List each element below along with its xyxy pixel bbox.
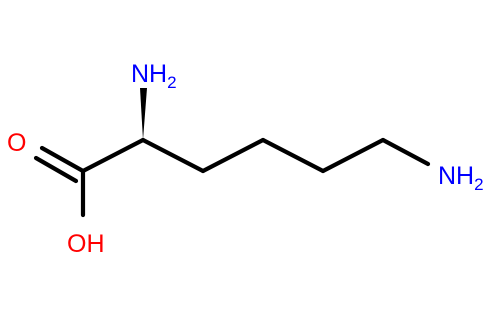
wedge-bond-c2-n	[140, 88, 147, 140]
carbonyl-oxygen-label: O	[7, 129, 26, 157]
epsilon-amine-label: NH2	[438, 162, 484, 194]
bond-c1-c2	[80, 137, 146, 174]
bond-c5-c6	[320, 137, 386, 174]
bond-c3-c4	[200, 137, 266, 174]
alpha-amine-label: NH2	[131, 60, 177, 92]
alpha-amine-symbol: NH	[131, 60, 167, 88]
bond-c6-n	[380, 137, 431, 167]
bond-c1-o-single	[39, 145, 86, 174]
epsilon-amine-symbol: NH	[438, 162, 474, 190]
alpha-amine-subscript: 2	[167, 73, 176, 92]
bond-c1-o-double	[33, 155, 79, 184]
bond-c2-c3	[140, 137, 206, 174]
epsilon-amine-subscript: 2	[474, 175, 483, 194]
bond-c4-c5	[260, 137, 326, 174]
hydroxyl-label: OH	[67, 230, 105, 258]
